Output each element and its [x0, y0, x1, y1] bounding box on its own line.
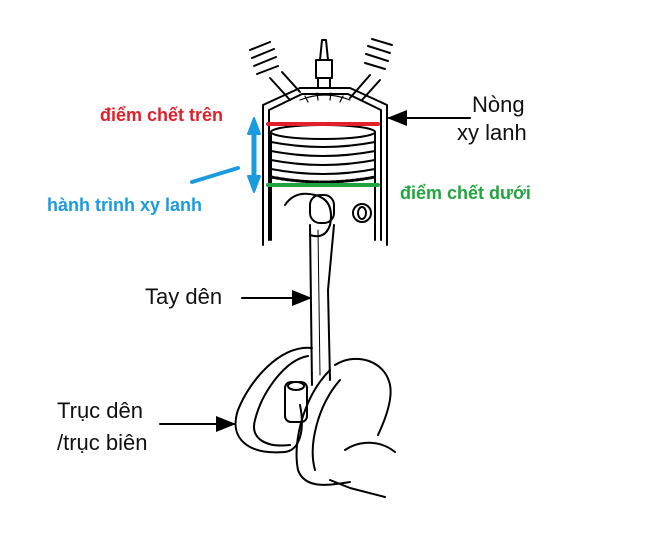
spark-plug	[315, 39, 333, 89]
exhaust-valve-spring	[349, 38, 393, 101]
cylinder	[262, 87, 388, 246]
stroke-pointer-line	[190, 166, 240, 184]
connecting-rod	[284, 192, 335, 386]
crankshaft-label-line2: /trục biên	[57, 430, 148, 455]
crankshaft	[234, 346, 396, 498]
cylinder-label-line1: Nòng	[472, 92, 525, 117]
bottom-dead-center-label: điểm chết dưới	[400, 183, 531, 203]
piston	[269, 124, 377, 241]
stroke-double-arrow	[247, 117, 261, 193]
cylinder-label-line2: xy lanh	[457, 120, 527, 145]
crankshaft-label-line1: Trục dên	[57, 398, 144, 423]
connecting-rod-label: Tay dên	[145, 284, 223, 309]
top-dead-center-label: điểm chết trên	[100, 105, 224, 125]
stroke-label: hành trình xy lanh	[47, 195, 203, 215]
